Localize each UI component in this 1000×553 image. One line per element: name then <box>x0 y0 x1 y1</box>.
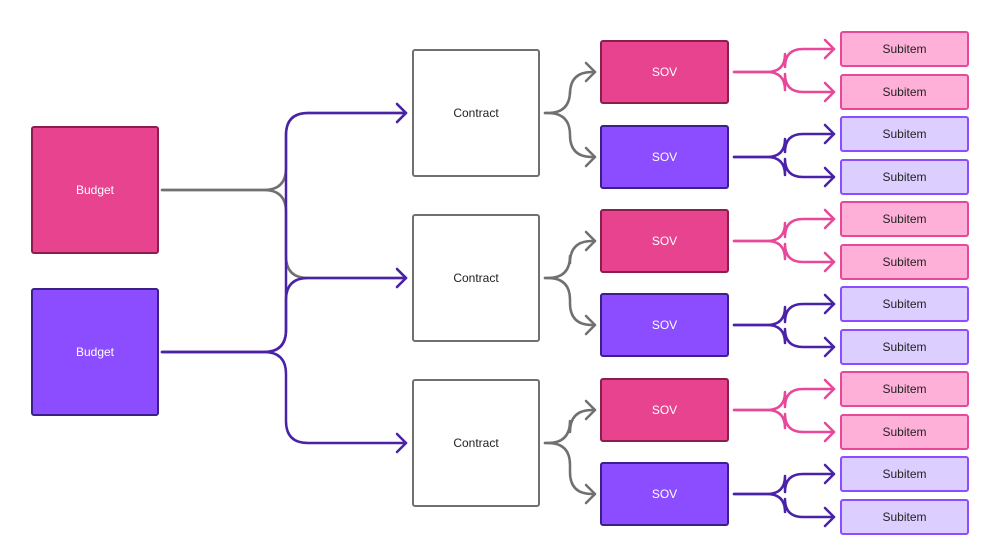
contract-2-connector <box>543 276 597 327</box>
budget-pink-connector <box>160 188 408 280</box>
sov-2a-connector <box>732 239 836 264</box>
subitem-node-2a-1[interactable]: Subitem <box>840 201 969 237</box>
budget-pink-connector <box>160 111 408 192</box>
sov-label: SOV <box>651 65 678 79</box>
subitem-node-1b-1[interactable]: Subitem <box>840 116 969 152</box>
sov-1b-connector-arrowhead <box>823 166 836 188</box>
subitem-node-1a-1[interactable]: Subitem <box>840 31 969 67</box>
sov-1a-connector-arrowhead <box>823 38 836 60</box>
subitem-label: Subitem <box>882 127 927 141</box>
budget-violet-connector-arrowhead <box>395 267 408 289</box>
sov-label: SOV <box>651 150 678 164</box>
sov-label: SOV <box>651 318 678 332</box>
subitem-label: Subitem <box>882 297 927 311</box>
contract-1-connector-arrowhead <box>584 61 597 83</box>
subitem-node-3b-2[interactable]: Subitem <box>840 499 969 535</box>
budget-violet-connector <box>160 111 408 354</box>
contract-label: Contract <box>453 106 499 120</box>
subitem-label: Subitem <box>882 467 927 481</box>
sov-2b-connector <box>732 323 836 349</box>
contract-1-connector-arrowhead <box>584 146 597 168</box>
sov-label: SOV <box>651 487 678 501</box>
subitem-label: Subitem <box>882 42 927 56</box>
sov-3b-connector <box>732 492 836 519</box>
subitem-label: Subitem <box>882 425 927 439</box>
budget-node-pink[interactable]: Budget <box>31 126 159 254</box>
sov-label: SOV <box>651 403 678 417</box>
subitem-node-2b-2[interactable]: Subitem <box>840 329 969 365</box>
budget-node-violet[interactable]: Budget <box>31 288 159 416</box>
sov-node-3a[interactable]: SOV <box>600 378 729 442</box>
sov-1a-connector <box>732 70 836 94</box>
contract-label: Contract <box>453 271 499 285</box>
subitem-label: Subitem <box>882 382 927 396</box>
sov-3a-connector-arrowhead <box>823 378 836 400</box>
contract-1-connector <box>543 70 597 115</box>
contract-node-1[interactable]: Contract <box>412 49 540 177</box>
sov-1a-connector <box>732 47 836 74</box>
subitem-node-1a-2[interactable]: Subitem <box>840 74 969 110</box>
budget-label: Budget <box>75 345 115 359</box>
subitem-label: Subitem <box>882 340 927 354</box>
sov-3b-connector-arrowhead <box>823 506 836 528</box>
subitem-node-2a-2[interactable]: Subitem <box>840 244 969 280</box>
sov-label: SOV <box>651 234 678 248</box>
sov-3a-connector-arrowhead <box>823 421 836 443</box>
budget-violet-connector-arrowhead <box>395 102 408 124</box>
budget-violet-connector <box>160 350 408 445</box>
sov-2a-connector <box>732 217 836 243</box>
budget-violet-connector <box>160 276 408 354</box>
sov-node-2b[interactable]: SOV <box>600 293 729 357</box>
contract-2-connector-arrowhead <box>584 230 597 252</box>
sov-1b-connector <box>732 155 836 179</box>
subitem-label: Subitem <box>882 255 927 269</box>
sov-2b-connector <box>732 302 836 327</box>
contract-2-connector <box>543 239 597 280</box>
budget-label: Budget <box>75 183 115 197</box>
subitem-node-1b-2[interactable]: Subitem <box>840 159 969 195</box>
sov-1b-connector-arrowhead <box>823 123 836 145</box>
sov-2a-connector-arrowhead <box>823 208 836 230</box>
sov-1a-connector-arrowhead <box>823 81 836 103</box>
contract-3-connector <box>543 408 597 445</box>
sov-1b-connector <box>732 132 836 159</box>
subitem-node-3a-1[interactable]: Subitem <box>840 371 969 407</box>
subitem-label: Subitem <box>882 510 927 524</box>
sov-3a-connector <box>732 387 836 412</box>
budget-violet-connector-arrowhead <box>395 432 408 454</box>
sov-node-1b[interactable]: SOV <box>600 125 729 189</box>
sov-3b-connector <box>732 472 836 496</box>
sov-2b-connector-arrowhead <box>823 293 836 315</box>
subitem-node-3b-1[interactable]: Subitem <box>840 456 969 492</box>
contract-node-2[interactable]: Contract <box>412 214 540 342</box>
sov-node-1a[interactable]: SOV <box>600 40 729 104</box>
contract-2-connector-arrowhead <box>584 314 597 336</box>
contract-3-connector-arrowhead <box>584 399 597 421</box>
contract-node-3[interactable]: Contract <box>412 379 540 507</box>
sov-3b-connector-arrowhead <box>823 463 836 485</box>
contract-3-connector-arrowhead <box>584 483 597 505</box>
contract-label: Contract <box>453 436 499 450</box>
sov-node-3b[interactable]: SOV <box>600 462 729 526</box>
subitem-node-2b-1[interactable]: Subitem <box>840 286 969 322</box>
sov-node-2a[interactable]: SOV <box>600 209 729 273</box>
subitem-node-3a-2[interactable]: Subitem <box>840 414 969 450</box>
contract-1-connector <box>543 111 597 159</box>
subitem-label: Subitem <box>882 212 927 226</box>
sov-2a-connector-arrowhead <box>823 251 836 273</box>
contract-3-connector <box>543 441 597 496</box>
subitem-label: Subitem <box>882 170 927 184</box>
subitem-label: Subitem <box>882 85 927 99</box>
sov-3a-connector <box>732 408 836 434</box>
sov-2b-connector-arrowhead <box>823 336 836 358</box>
